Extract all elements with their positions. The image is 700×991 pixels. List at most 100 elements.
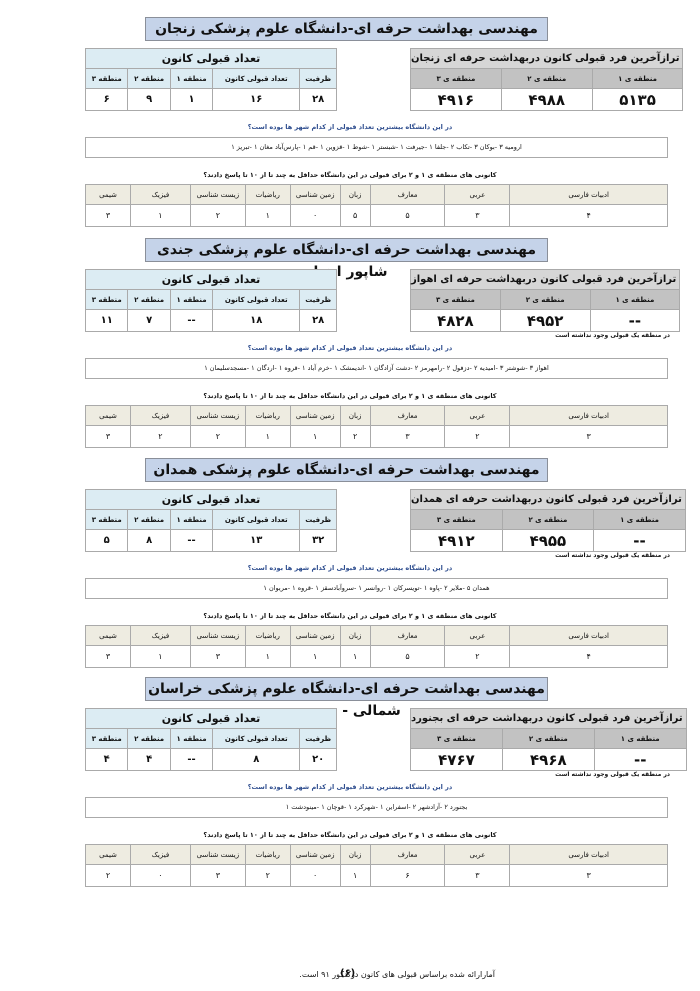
subject-header: شیمی [85,844,131,865]
rank-table-title: ترازآخرین فرد قبولی کانون دربهداشت حرفه … [410,489,686,510]
accepted-col-header: منطقه ۱ [169,68,214,89]
accepted-value: ۹ [127,88,171,111]
subject-score: ۳ [85,204,131,227]
section-title: مهندسی بهداشت حرفه ای-دانشگاه علوم پزشکی… [145,677,548,719]
cities-question: در این دانشگاه بیشترین تعداد قبولی از کد… [247,123,453,131]
subjects-question: کانونی های منطقه ی ۱ و ۲ برای قبولی در ا… [203,831,497,839]
subject-header: زمین شناسی [289,405,341,426]
subject-score: ۴ [509,645,668,668]
subject-header: زبان [339,625,371,646]
subjects-question: کانونی های منطقه ی ۱ و ۲ برای قبولی در ا… [203,612,497,620]
subject-header: عربی [444,625,511,646]
subject-score: ۴ [509,204,668,227]
subject-score: ۳ [509,425,668,448]
subject-header: ادبیات فارسی [509,844,668,865]
subject-score: ۱ [244,204,291,227]
subject-header: فیزیک [130,405,191,426]
university-section: مهندسی بهداشت حرفه ای-دانشگاه علوم پزشکی… [0,15,700,235]
subject-score: ۲ [339,425,371,448]
subject-score: ۳ [85,645,131,668]
subject-header: معارف [369,625,446,646]
subject-score: ۵ [369,645,446,668]
subject-score: ۱ [244,645,291,668]
rank-value: -- [593,529,686,552]
accepted-value: ۵ [84,529,129,552]
subject-header: شیمی [85,625,131,646]
subject-header: ریاضیات [244,405,291,426]
subject-score: ۳ [189,864,246,887]
subject-header: زبان [339,184,371,205]
accepted-table-title: تعداد قبولی کانون [85,48,337,69]
page-number: (۶) [340,968,356,979]
accepted-value: ۴ [127,748,171,771]
rank-table: ترازآخرین فرد قبولی کانون دربهداشت حرفه … [409,269,681,332]
subject-score: ۱ [130,645,191,668]
subject-score: ۱ [289,425,341,448]
subject-header: زیست شناسی [189,844,246,865]
accepted-value: ۴ [84,748,129,771]
accepted-col-header: منطقه ۲ [127,289,171,310]
subject-score: ۰ [289,204,341,227]
cities-question: در این دانشگاه بیشترین تعداد قبولی از کد… [247,783,453,791]
accepted-table-title: تعداد قبولی کانون [85,489,337,510]
subject-score: ۲ [189,204,246,227]
subject-score: ۳ [189,645,246,668]
subject-score: ۳ [444,204,511,227]
subject-header: فیزیک [130,625,191,646]
rank-value: ۵۱۳۵ [591,88,684,111]
subject-header: ادبیات فارسی [509,625,668,646]
subject-score: ۱ [130,204,191,227]
rank-table-title: ترازآخرین فرد قبولی کانون دربهداشت حرفه … [409,269,681,290]
subject-score: ۳ [369,425,446,448]
accepted-col-header: ظرفیت [299,728,337,749]
accepted-col-header: ظرفیت [299,509,337,530]
subject-header: معارف [369,844,446,865]
subject-header: زیست شناسی [189,625,246,646]
subject-header: فیزیک [130,184,191,205]
subjects-question: کانونی های منطقه ی ۱ و ۲ برای قبولی در ا… [203,171,497,179]
rank-col-header: منطقه ی ۱ [591,68,684,89]
rank-value: -- [589,309,681,332]
rank-value: ۴۹۵۲ [499,309,591,332]
subject-header: زمین شناسی [289,844,341,865]
accepted-value: ۲۸ [299,309,337,332]
rank-col-header: منطقه ی ۳ [410,289,501,310]
accepted-col-header: منطقه ۳ [84,289,129,310]
rank-col-header: منطقه ی ۱ [593,509,686,530]
subject-score: ۶ [369,864,446,887]
subject-header: زبان [339,405,371,426]
subject-header: ریاضیات [244,625,291,646]
rank-table-title: ترازآخرین فرد قبولی کانون دربهداشت حرفه … [410,708,687,729]
rank-value: ۴۹۱۶ [410,88,502,111]
university-section: مهندسی بهداشت حرفه ای-دانشگاه علوم پزشکی… [0,236,700,456]
accepted-col-header: ظرفیت [299,68,337,89]
accepted-col-header: تعداد قبولی کانون [212,289,301,310]
subject-header: شیمی [85,405,131,426]
subject-header: معارف [369,184,446,205]
subject-score: ۰ [130,864,191,887]
accepted-table-title: تعداد قبولی کانون [85,269,337,290]
subject-header: ادبیات فارسی [509,405,668,426]
accepted-value: ۸ [127,529,171,552]
cities-list: اهواز ۳ -شوشتر ۳ -امیدیه ۲ -دزفول ۲ -رام… [85,358,668,379]
accepted-col-header: منطقه ۳ [84,509,129,530]
cities-list: همدان ۵ -ملایر ۲ -پاوه ۱ -تویسرکان ۱ -رو… [85,578,668,599]
subject-header: فیزیک [130,844,191,865]
no-region1-note: در منطقه یک قبولی وجود نداشته است [555,552,670,559]
accepted-value: ۷ [127,309,171,332]
accepted-col-header: منطقه ۳ [84,68,129,89]
accepted-col-header: منطقه ۳ [84,728,129,749]
subject-header: ریاضیات [244,844,291,865]
subject-header: زیست شناسی [189,184,246,205]
accepted-value: -- [169,748,214,771]
footer-note: آمارارائه شده براساس قبولی های کانون درک… [299,970,495,979]
subject-header: عربی [444,184,511,205]
accepted-value: ۶ [84,88,129,111]
